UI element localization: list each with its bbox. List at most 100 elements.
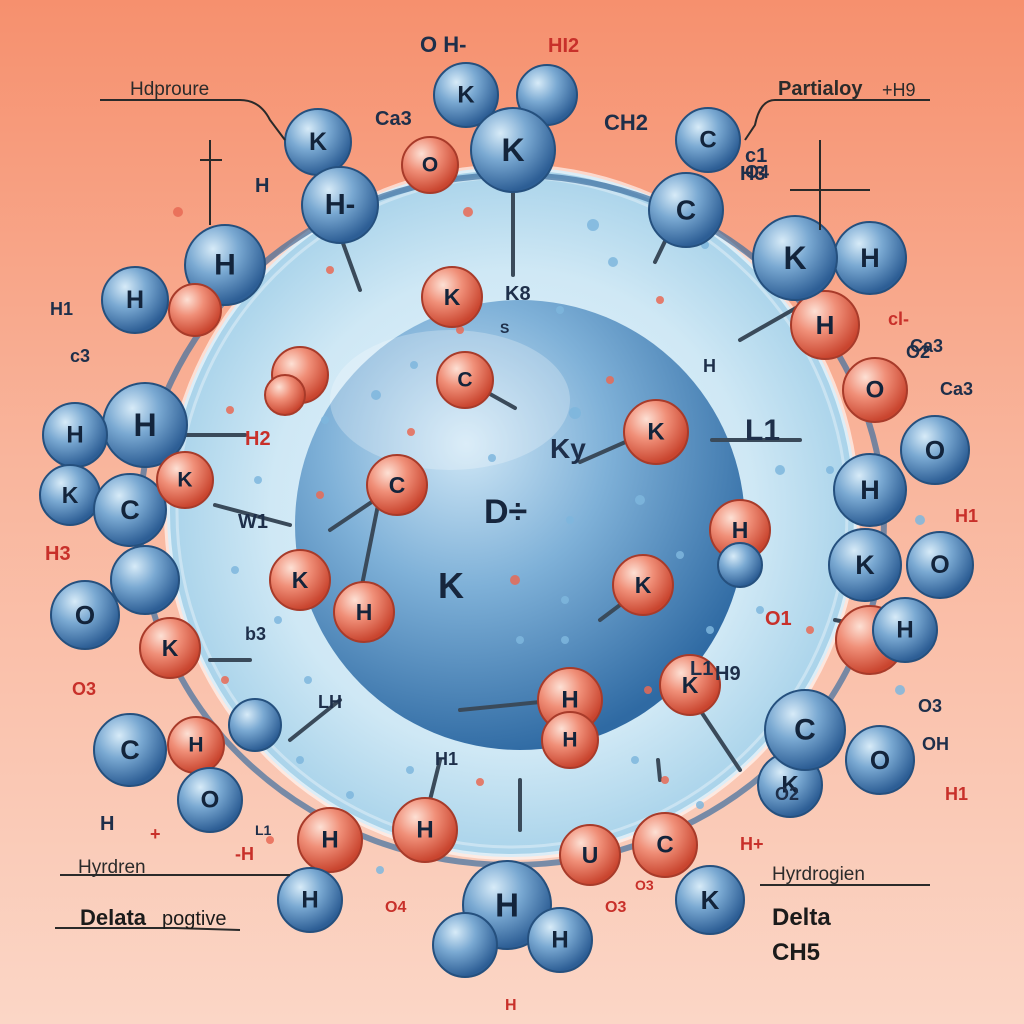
floating-label: + bbox=[150, 824, 161, 844]
floating-label: O3 bbox=[635, 877, 654, 893]
atom: C bbox=[648, 172, 724, 248]
corner-callouts bbox=[55, 99, 930, 931]
atom-symbol: O bbox=[422, 154, 438, 177]
atom-symbol: O bbox=[930, 551, 949, 579]
floating-label: H1 bbox=[50, 299, 73, 319]
floating-label: L1 bbox=[255, 822, 272, 838]
atom: O bbox=[842, 357, 908, 423]
atom: H bbox=[833, 221, 907, 295]
floating-label: -H bbox=[235, 844, 254, 864]
atom: C bbox=[93, 713, 167, 787]
floating-label: H bbox=[703, 356, 716, 376]
floating-label: H bbox=[255, 175, 269, 197]
atom-symbol: H bbox=[126, 286, 144, 314]
bubbles bbox=[173, 207, 925, 874]
label-bottom-right-2: Delta bbox=[772, 904, 831, 931]
atom-symbol: C bbox=[389, 472, 406, 498]
atom-symbol: H- bbox=[325, 189, 356, 221]
atom: H bbox=[297, 807, 363, 873]
floating-label: H3 bbox=[740, 163, 766, 185]
atom-symbol: H bbox=[301, 887, 318, 914]
atom: H bbox=[790, 290, 860, 360]
atom-symbol: C bbox=[794, 714, 816, 747]
floating-label: L1 bbox=[690, 658, 713, 680]
atom-symbol: H bbox=[133, 407, 156, 443]
atom-symbol: H bbox=[816, 310, 835, 340]
floating-label: O2 bbox=[775, 784, 799, 804]
atom: O bbox=[900, 415, 970, 485]
atom: K bbox=[269, 549, 331, 611]
floating-label: CH2 bbox=[604, 110, 648, 135]
atom-symbol: K bbox=[444, 284, 461, 310]
floating-label: H1 bbox=[435, 749, 458, 769]
atom: K bbox=[752, 215, 838, 301]
floating-label: H bbox=[505, 997, 517, 1014]
atom: K bbox=[156, 451, 214, 509]
atom-symbol: C bbox=[457, 369, 472, 392]
atom: H bbox=[872, 597, 938, 663]
atom bbox=[264, 374, 306, 416]
floating-label: H3 bbox=[45, 543, 71, 565]
atom-symbol: H bbox=[860, 475, 880, 505]
atom-symbol: H bbox=[356, 599, 373, 625]
floating-label: Ca3 bbox=[910, 336, 943, 356]
floating-label: H1 bbox=[955, 506, 978, 526]
atom-symbol: O bbox=[201, 787, 220, 814]
atom-symbol: H bbox=[896, 617, 913, 644]
atom: H bbox=[541, 711, 599, 769]
atom: K bbox=[433, 62, 499, 128]
atom-symbol: H bbox=[860, 243, 880, 273]
atom-symbol: K bbox=[701, 885, 720, 915]
floating-label: c1 bbox=[745, 145, 767, 167]
atom-symbol: K bbox=[682, 672, 699, 698]
atom-symbol: K bbox=[309, 128, 327, 156]
floating-label: cl- bbox=[888, 309, 909, 329]
floating-label: O4 bbox=[745, 162, 769, 182]
floating-label: S bbox=[500, 320, 509, 336]
floating-label: LH bbox=[318, 692, 342, 712]
floating-label: Ca3 bbox=[940, 379, 973, 399]
floating-label: O4 bbox=[385, 899, 406, 916]
floating-label: L1 bbox=[745, 414, 780, 447]
atom-symbol: K bbox=[855, 550, 875, 580]
atom: H bbox=[101, 266, 169, 334]
label-bottom-left-2b: pogtive bbox=[162, 908, 227, 930]
atom-symbol: K bbox=[62, 482, 79, 508]
atom-symbol: C bbox=[120, 495, 140, 525]
label-bottom-left-2: Delata bbox=[80, 905, 147, 930]
label-top-left: Hdproure bbox=[130, 79, 209, 100]
atom-symbol: K bbox=[162, 635, 179, 661]
label-bottom-left-1: Hyrdren bbox=[78, 857, 146, 878]
atom-symbol: O bbox=[75, 600, 95, 630]
floating-label: W1 bbox=[238, 511, 268, 533]
atom: H bbox=[527, 907, 593, 973]
atom: K bbox=[421, 266, 483, 328]
atom: H bbox=[833, 453, 907, 527]
atom-symbol: H bbox=[732, 517, 749, 543]
atom: K bbox=[659, 654, 721, 716]
center-label-top: D÷ bbox=[484, 493, 527, 531]
floating-label: H2 bbox=[245, 428, 271, 450]
atom bbox=[168, 283, 222, 337]
atom-symbol: C bbox=[656, 832, 673, 859]
floating-label: K8 bbox=[505, 283, 531, 305]
floating-label: HI2 bbox=[548, 35, 579, 57]
atom: O bbox=[906, 531, 974, 599]
atom: K bbox=[828, 528, 902, 602]
atom: K bbox=[139, 617, 201, 679]
atom: H- bbox=[301, 166, 379, 244]
atom-symbol: H bbox=[66, 422, 83, 449]
atom: C bbox=[366, 454, 428, 516]
atom-symbol: K bbox=[783, 240, 806, 276]
atom-symbol: C bbox=[120, 735, 140, 765]
floating-label: H1 bbox=[945, 784, 968, 804]
label-bottom-right-3: CH5 bbox=[772, 939, 820, 966]
atom-symbol: K bbox=[781, 772, 799, 799]
atom-symbol: H bbox=[416, 817, 433, 844]
floating-label: O H- bbox=[420, 32, 466, 57]
center-label-bottom: K bbox=[438, 565, 464, 606]
floating-label: H+ bbox=[740, 834, 764, 854]
floating-label: Ca3 bbox=[375, 108, 412, 130]
